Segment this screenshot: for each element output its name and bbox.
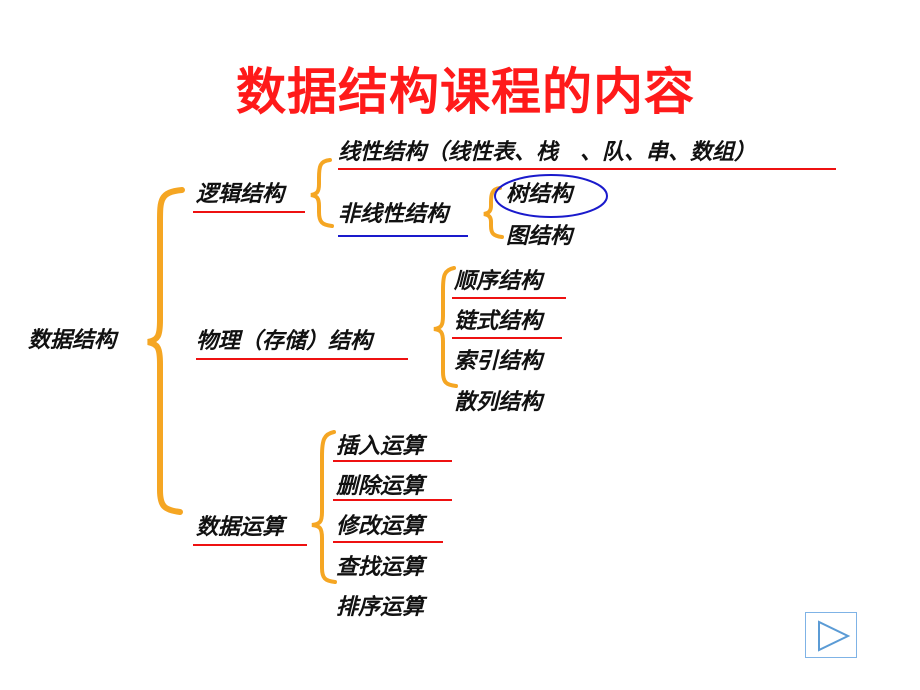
next-slide-button[interactable] — [805, 612, 857, 658]
physical-item-index: 索引结构 — [454, 349, 543, 374]
op-item-delete: 删除运算 — [336, 474, 425, 499]
tree-highlight-ellipse — [494, 174, 608, 218]
linear-structure-label: 线性结构（线性表、栈 、队、串、数组） — [338, 140, 757, 165]
nonlinear-brace — [483, 186, 504, 239]
op-item-insert: 插入运算 — [336, 434, 425, 459]
physical-item-sequential: 顺序结构 — [454, 269, 543, 294]
op-item-sort: 排序运算 — [336, 595, 425, 620]
tree-structure-label: 树结构 — [506, 182, 573, 207]
logic-label: 逻辑结构 — [196, 182, 285, 207]
root-brace — [147, 187, 185, 515]
physical-label: 物理（存储）结构 — [196, 329, 373, 354]
op-item-modify: 修改运算 — [336, 514, 425, 539]
op-item-search: 查找运算 — [336, 555, 425, 580]
operations-brace — [311, 430, 337, 584]
page-title: 数据结构课程的内容 — [236, 63, 695, 121]
nonlinear-structure-label: 非线性结构 — [338, 202, 449, 227]
physical-brace — [433, 266, 458, 388]
graph-structure-label: 图结构 — [506, 224, 573, 249]
root-label: 数据结构 — [28, 328, 117, 353]
physical-item-linked: 链式结构 — [454, 309, 543, 334]
logic-brace — [310, 158, 334, 228]
physical-item-hash: 散列结构 — [454, 390, 543, 415]
operations-label: 数据运算 — [196, 515, 285, 540]
play-triangle-icon — [818, 620, 851, 652]
